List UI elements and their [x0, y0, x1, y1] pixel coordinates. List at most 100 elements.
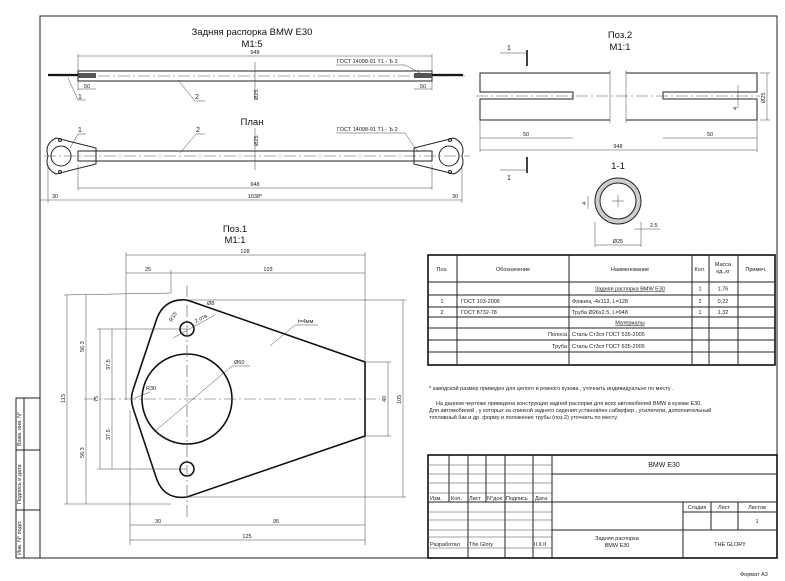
- dim-label: R30: [146, 386, 156, 392]
- row-qty: 1: [698, 287, 701, 293]
- view-title: Задняя распорка BMW E30: [192, 27, 313, 38]
- row-mass: 1,76: [718, 287, 729, 293]
- dim-label: 25: [145, 267, 151, 273]
- stage-label: Стадия: [688, 505, 707, 511]
- dim-label: 37.5: [106, 359, 112, 370]
- row-pos: 1: [440, 299, 443, 305]
- title-block: BMW E30 Изм. Кол. Лист N°док Подпись Дат…: [427, 454, 778, 578]
- dim-label: Ø25: [761, 93, 767, 103]
- part-name: BMW E30: [605, 543, 630, 549]
- dim-label: 75: [94, 396, 100, 402]
- dim-label: 113: [61, 394, 67, 403]
- format-label: Формат А3: [740, 572, 768, 578]
- dim-label: 50: [420, 84, 426, 90]
- leader-label: 2: [196, 127, 200, 134]
- column-label: Лист: [469, 496, 481, 502]
- dim-label: Ø25: [254, 136, 260, 146]
- dim-label: 30: [52, 194, 58, 200]
- note-line: топливный бак и др. форму и положение тр…: [429, 414, 618, 421]
- row-code: Труба: [552, 344, 568, 350]
- row-name: Задняя распорка BMW E30: [595, 287, 665, 293]
- section-mark: 1: [507, 45, 511, 52]
- row-name: Труба Ø26х2.5, L=948: [572, 310, 628, 316]
- row-qty: 2: [698, 299, 701, 305]
- column-label: Кол.: [451, 496, 462, 502]
- column-label: Изм.: [430, 496, 442, 502]
- sheets-value: 1: [755, 519, 758, 525]
- pos2-tube-view: Поз.2 M1:1 Ø25 4 50 50 948 1 1 1-1 Ø25 2…: [476, 30, 770, 247]
- sheets-label: Листов: [748, 505, 766, 511]
- strip-label: Подпись и дата: [17, 464, 23, 504]
- dim-label: 30: [452, 194, 458, 200]
- table-header: Поз.: [437, 267, 448, 273]
- dim-label: 56.3: [80, 447, 86, 458]
- table-header: Кол.: [695, 267, 706, 273]
- dim-label: 95: [273, 519, 279, 525]
- dim-label: 948: [613, 144, 622, 150]
- row-qty: 1: [698, 310, 701, 316]
- view-title: Поз.2: [608, 30, 632, 41]
- section-mark: 1: [507, 175, 511, 182]
- section-title: 1-1: [611, 161, 625, 172]
- row-mass: 1,32: [718, 310, 729, 316]
- row-name: Фланец -4х113, L=128: [572, 299, 628, 305]
- dim-label: Ø25: [613, 239, 623, 245]
- dim-label: Ø60: [234, 360, 244, 366]
- leader-label: 1: [78, 94, 82, 101]
- column-label: Подпись: [506, 496, 528, 502]
- dim-label: 948: [250, 182, 259, 188]
- row-mass: 0,22: [718, 299, 729, 305]
- column-label: N°док: [487, 496, 502, 502]
- pos1-flange-view: Поз.1 M1:1 128 25 103 113 56.3 56.3 75 3…: [61, 224, 406, 545]
- note-line: Для автомобилей , у которых за спинкой з…: [429, 407, 711, 414]
- dim-label: 948: [250, 50, 259, 56]
- dim-label: 37.5: [106, 429, 112, 440]
- weld-note: ГОСТ 14098-91 Т1 - Ъ 2: [337, 127, 398, 133]
- project-name: BMW E30: [648, 462, 680, 469]
- dim-label: 50: [707, 132, 713, 138]
- dim-label: 4: [582, 202, 588, 205]
- dim-label: 40: [382, 396, 388, 402]
- sheet-label: Лист: [718, 505, 730, 511]
- dim-label: R15: [169, 311, 179, 323]
- view-scale: M1:5: [241, 39, 262, 50]
- plan-view: План Ø25 ГОСТ 14098-91 Т1 - Ъ 2 1 2 948 …: [40, 117, 470, 203]
- dim-label: 105: [397, 395, 403, 404]
- dim-label: 50: [523, 132, 529, 138]
- row-code: ГОСТ 103-2006: [461, 299, 500, 305]
- organization: THE GLORY: [714, 542, 746, 548]
- dim-label: t=4мм: [298, 319, 314, 325]
- author-name: The Glory: [469, 542, 493, 548]
- date-value: II.II.II: [534, 542, 547, 548]
- row-name: Сталь Ст3сп ГОСТ 535-2005: [572, 344, 645, 350]
- notes: * заводской размер приведен для целого и…: [429, 385, 711, 421]
- row-name: Сталь Ст3сп ГОСТ 535-2005: [572, 332, 645, 338]
- table-header: Наименование: [611, 267, 649, 273]
- dim-label: Ø8: [207, 301, 214, 307]
- dim-label: 2.5: [650, 223, 658, 229]
- side-strip: Взам. инв. N° Подпись и дата Инв. N° под…: [15, 397, 41, 559]
- note-line: На данном чертеже приведена конструкция …: [436, 400, 702, 407]
- strip-label: Взам. инв. N°: [17, 412, 23, 446]
- table-frame: [427, 254, 776, 366]
- row-code: ГОСТ 8732-78: [461, 310, 497, 316]
- leader-label: 2: [195, 94, 199, 101]
- row-code: Полоса: [548, 332, 568, 338]
- note-line: * заводской размер приведен для целого и…: [429, 385, 674, 392]
- drawing-frame: [39, 15, 778, 559]
- row-name: Материалы: [615, 321, 644, 327]
- table-header: Обозначение: [496, 267, 530, 273]
- dim-label: 103: [263, 267, 272, 273]
- part-name: Задняя распорка: [595, 536, 640, 542]
- row-pos: 2: [440, 310, 443, 316]
- dim-label: 50: [84, 84, 90, 90]
- dim-label: 4: [733, 107, 739, 110]
- weld-note: ГОСТ 14098-91 Т1 - Ъ 2: [337, 59, 398, 65]
- role-label: Разработал: [430, 542, 460, 548]
- top-view: Задняя распорка BMW E30 M1:5 948 50 50 Ø…: [48, 27, 465, 102]
- view-scale: M1:1: [609, 42, 630, 53]
- strip-label: Инв. N° подл.: [17, 520, 23, 555]
- table-header: Примеч.: [745, 267, 767, 273]
